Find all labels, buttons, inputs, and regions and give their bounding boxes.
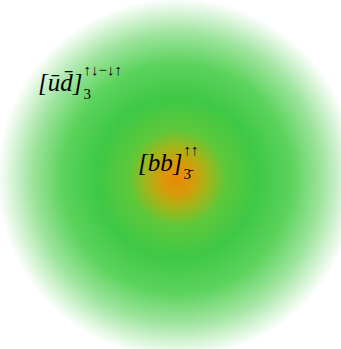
diquark-label: [ūd̄] xyxy=(38,70,82,95)
inner-core: [bb]↑↑ 3̄ xyxy=(128,140,228,196)
diquark-label: [bb] xyxy=(138,150,182,175)
spin-superscript: ↑↑ xyxy=(183,143,198,158)
color-subscript: 3̄ xyxy=(183,167,191,182)
spin-superscript: ↑↓−↓↑ xyxy=(83,63,121,78)
color-subscript: 3 xyxy=(83,87,91,102)
